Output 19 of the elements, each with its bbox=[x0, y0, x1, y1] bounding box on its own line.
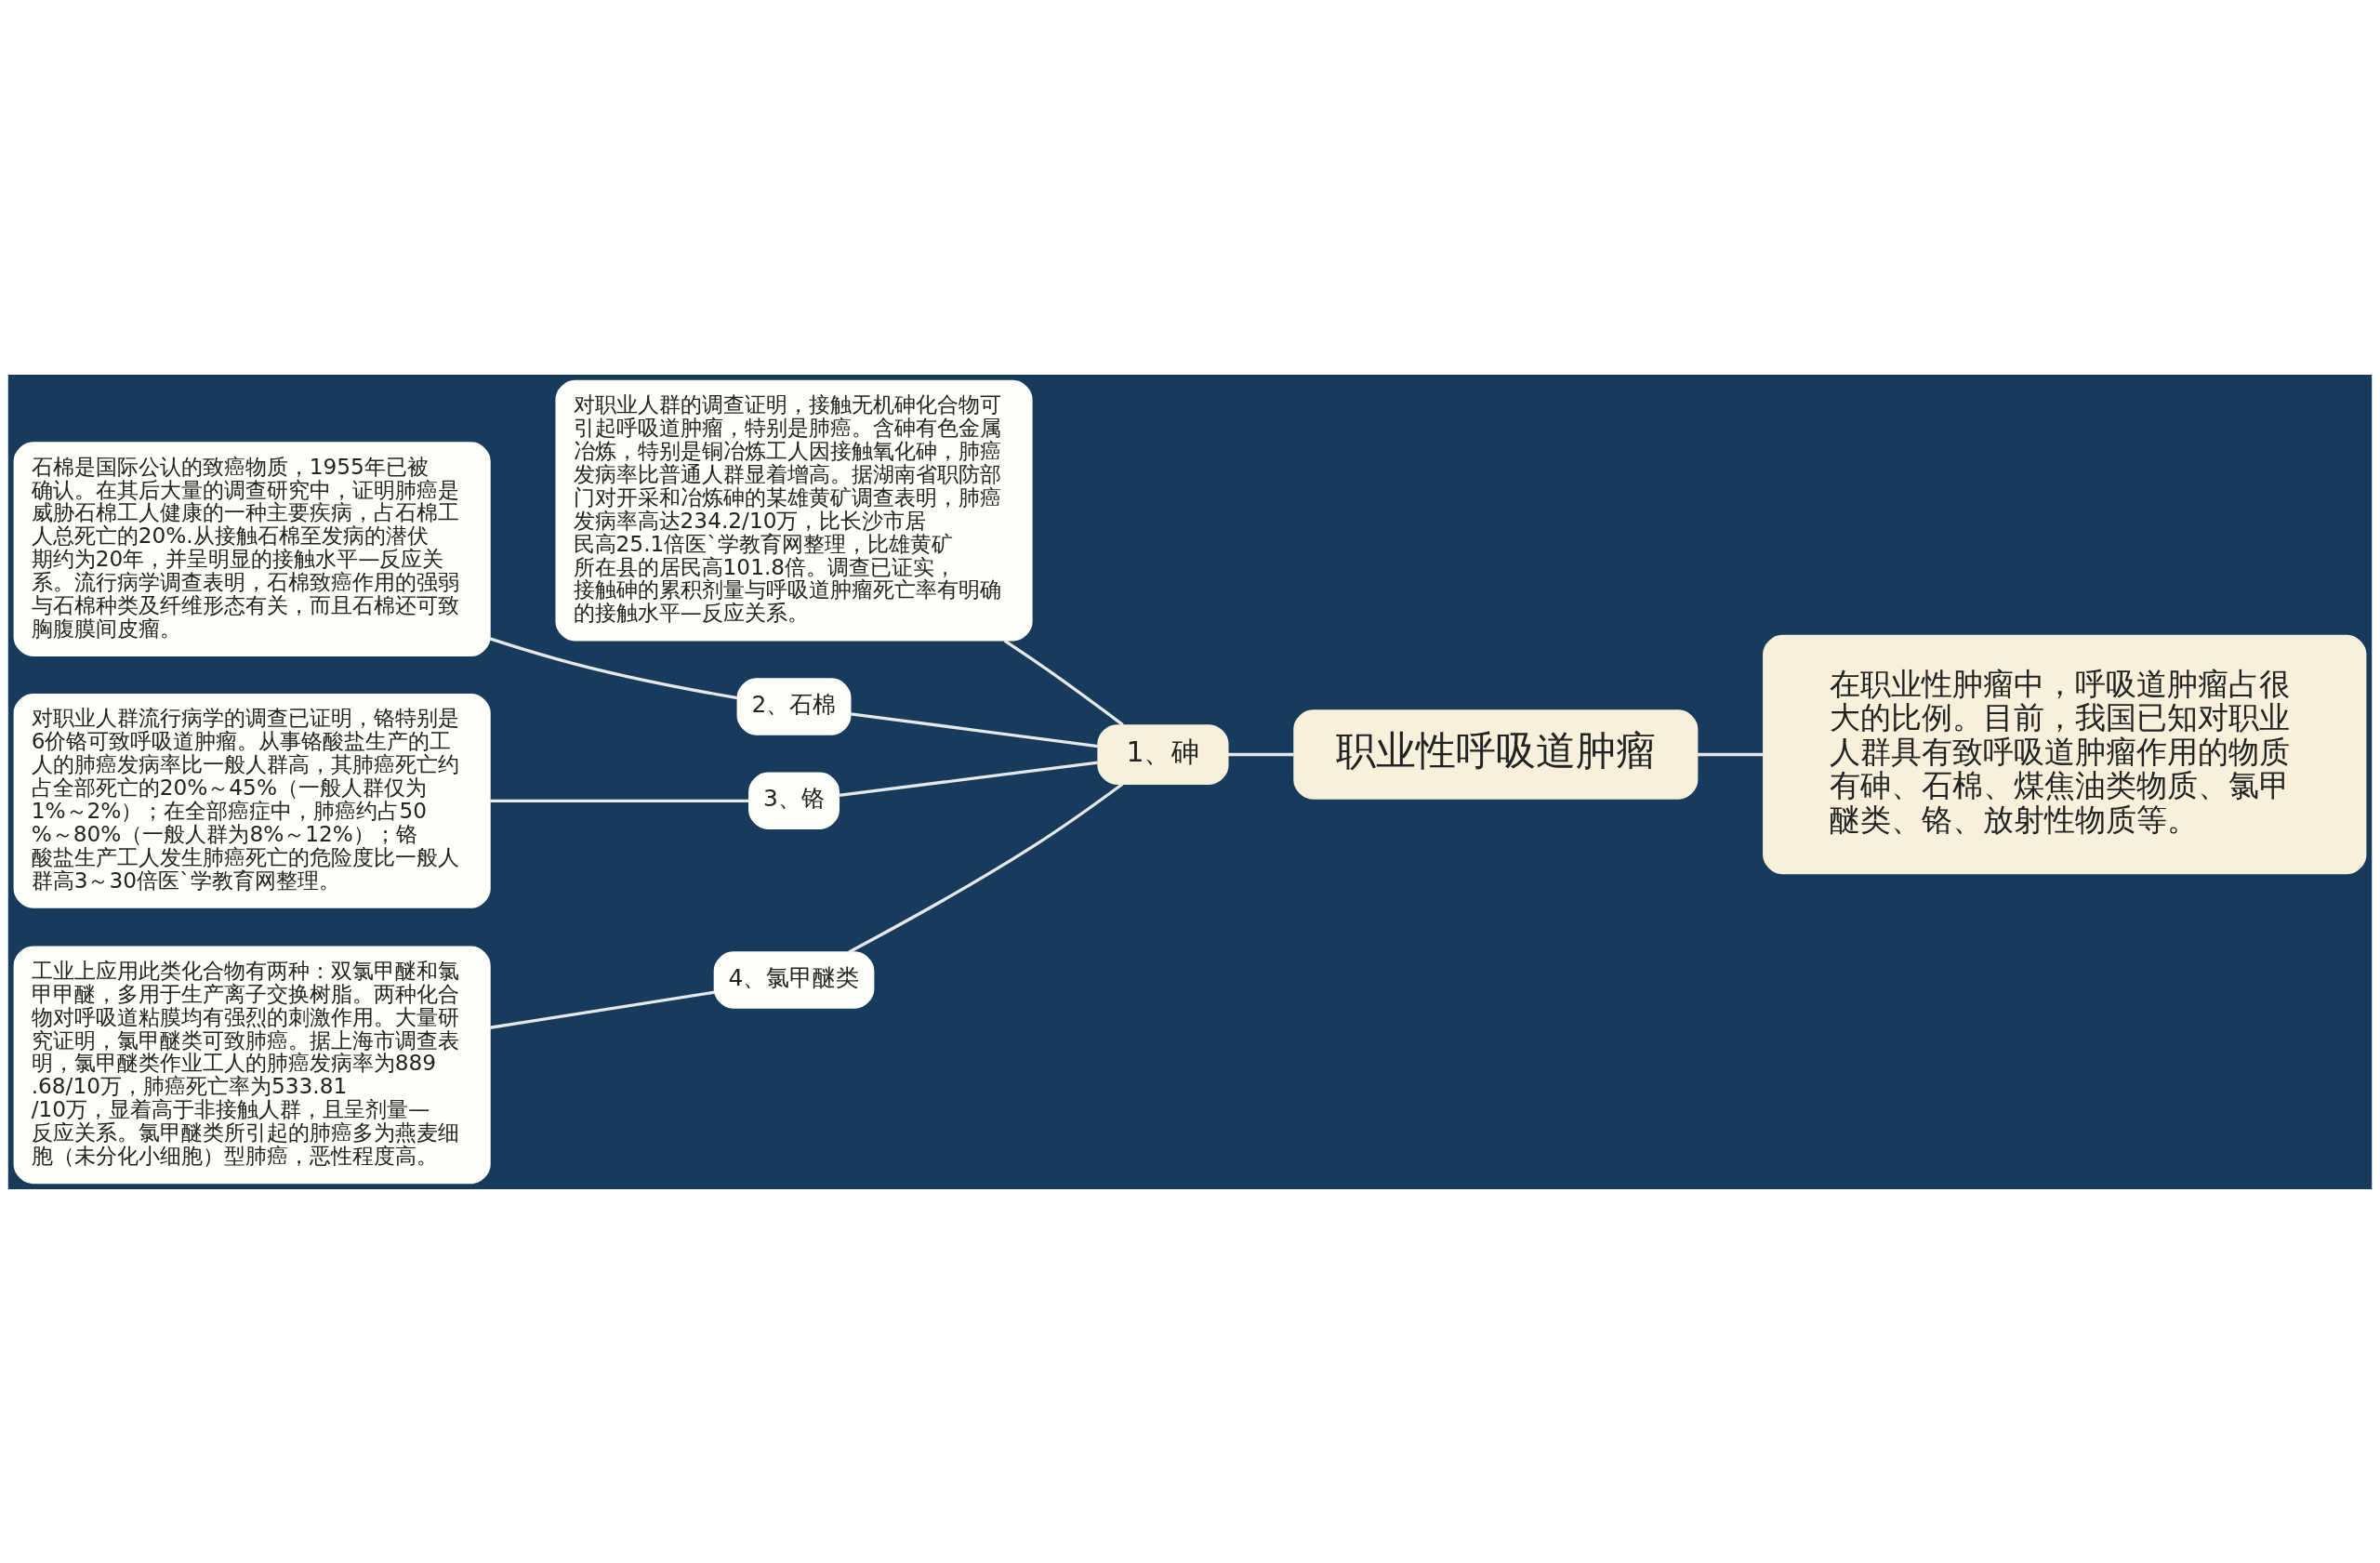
connector bbox=[489, 636, 738, 699]
connector bbox=[848, 782, 1124, 953]
node-box: 在职业性肿瘤中，呼吸道肿瘤占很大的比例。目前，我国已知对职业人群具有致呼吸道肿瘤作用的物质有砷、石棉、煤焦油类物质、氯甲醚类、铬、放射性物质等。 bbox=[1763, 634, 2367, 874]
node-box: 对职业人群的调查证明，接触无机砷化合物可引起呼吸道肿瘤，特别是肺癌。含砷有色金属冶炼，特别是铜冶炼工人因接触氧化砷，肺癌发病率比普通人群显着增高。据湖南省职防部门对开采和冶炼砷的某雄黄矿调查表明，肺癌发病率高达234.2/10万，比长沙市居民高25.1倍医`学教育网整理，比雄黄矿所在县的居民高101.8倍。调查已证实，接触砷的累积剂量与呼吸道肿瘤死亡率有明确的接触水平—反应关系。 bbox=[555, 379, 1033, 641]
node-box: 2、石棉 bbox=[736, 677, 852, 735]
connector bbox=[1003, 639, 1124, 726]
node-box: 对职业人群流行病学的调查已证明，铬特别是6价铬可致呼吸道肿瘤。从事铬酸盐生产的工人的肺癌发病率比一般人群高，其肺癌死亡约占全部死亡的20%～45%（一般人群仅为1%～2%）；在全部癌症中，肺癌约占50%～80%（一般人群为8%～12%）；铬酸盐生产工人发生肺癌死亡的危险度比一般人群高3～30倍医`学教育网整理。 bbox=[13, 693, 491, 908]
node-box: 3、铬 bbox=[748, 772, 840, 829]
node-box: 工业上应用此类化合物有两种：双氯甲醚和氯甲甲醚，多用于生产离子交换树脂。两种化合物对呼吸道粘膜均有强烈的刺激作用。大量研究证明，氯甲醚类可致肺癌。据上海市调查表明，氯甲醚类作业工人的肺癌发病率为889.68/10万，肺癌死亡率为533.81/10万，显着高于非接触人群，且呈剂量—反应关系。氯甲醚类所引起的肺癌多为燕麦细胞（未分化小细胞）型肺癌，恶性程度高。 bbox=[13, 945, 491, 1184]
connector bbox=[1697, 752, 1764, 756]
node-box: 职业性呼吸道肿瘤 bbox=[1293, 709, 1699, 800]
node-box: 石棉是国际公认的致癌物质，1955年已被确认。在其后大量的调查研究中，证明肺癌是威胁石棉工人健康的一种主要疾病，占石棉工人总死亡的20%.从接触石棉至发病的潜伏期约为20年，并呈明显的接触水平—反应关系。流行病学调查表明，石棉致癌作用的强弱与石棉种类及纤维形态有关，而且石棉还可致胸腹膜间皮瘤。 bbox=[13, 441, 491, 656]
node-box: 4、氯甲醚类 bbox=[713, 950, 875, 1009]
connector bbox=[489, 990, 715, 1029]
node-box: 1、砷 bbox=[1097, 723, 1229, 785]
connector bbox=[490, 799, 749, 802]
connector bbox=[1227, 752, 1294, 756]
connector bbox=[850, 711, 1099, 748]
connector bbox=[839, 761, 1099, 797]
